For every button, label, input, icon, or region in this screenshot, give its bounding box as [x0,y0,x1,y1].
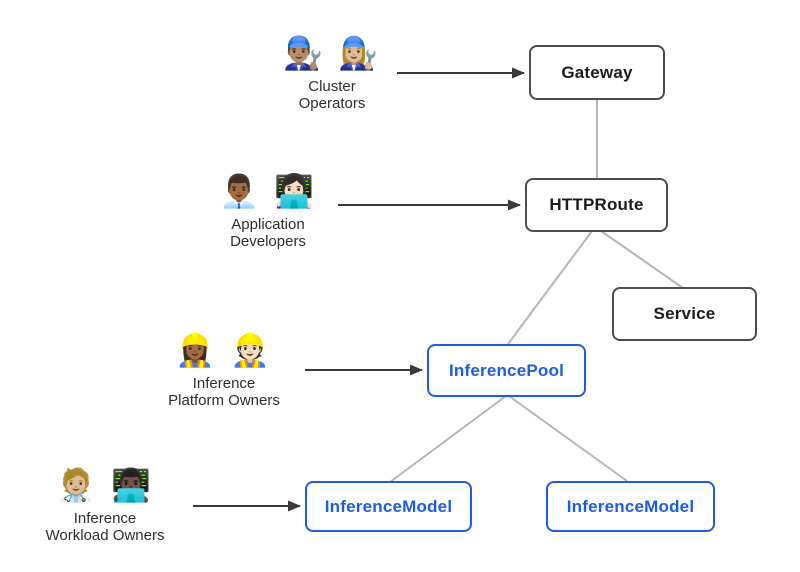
node-inferencemodel-right-label: InferenceModel [566,496,695,516]
connector-httproute-service [600,230,684,289]
inference-workload-owners-icon: 🧑🏼‍⚕️ 👨🏿‍💻 [56,467,154,503]
node-inferencemodel-left: InferenceModel [305,481,472,532]
inference-platform-owners-label: Inference Platform Owners [168,375,280,409]
node-inferencepool-label: InferencePool [448,360,565,380]
connector-inferencepool-inferencemodel-left [389,395,507,483]
persona-inference-workload-owners: 🧑🏼‍⚕️ 👨🏿‍💻 Inference Workload Owners [20,465,190,544]
persona-inference-platform-owners: 👷🏾‍♀️ 👷🏻 Inference Platform Owners [139,330,309,409]
application-developers-label: Application Developers [230,216,306,250]
cluster-operators-label: Cluster Operators [298,78,366,112]
node-service: Service [612,287,757,341]
node-inferencemodel-right: InferenceModel [546,481,715,532]
node-gateway-label: Gateway [561,62,633,82]
node-httproute-label: HTTPRoute [549,195,644,214]
application-developers-icon: 👨🏾‍💼 👩🏻‍💻 [219,173,317,209]
inference-platform-owners-icon: 👷🏾‍♀️ 👷🏻 [175,332,273,368]
persona-application-developers: 👨🏾‍💼 👩🏻‍💻 Application Developers [183,171,353,250]
node-gateway: Gateway [529,45,665,100]
cluster-operators-icon: 👨🏽‍🔧 👩🏼‍🔧 [283,35,381,71]
node-inferencepool: InferencePool [427,344,586,397]
persona-cluster-operators: 👨🏽‍🔧 👩🏼‍🔧 Cluster Operators [247,33,417,112]
connector-httproute-inferencepool [507,230,593,345]
node-httproute: HTTPRoute [525,178,668,232]
node-inferencemodel-left-label: InferenceModel [324,496,453,516]
node-service-label: Service [653,304,716,323]
inference-workload-owners-label: Inference Workload Owners [45,510,165,544]
connector-inferencepool-inferencemodel-right [508,395,628,482]
